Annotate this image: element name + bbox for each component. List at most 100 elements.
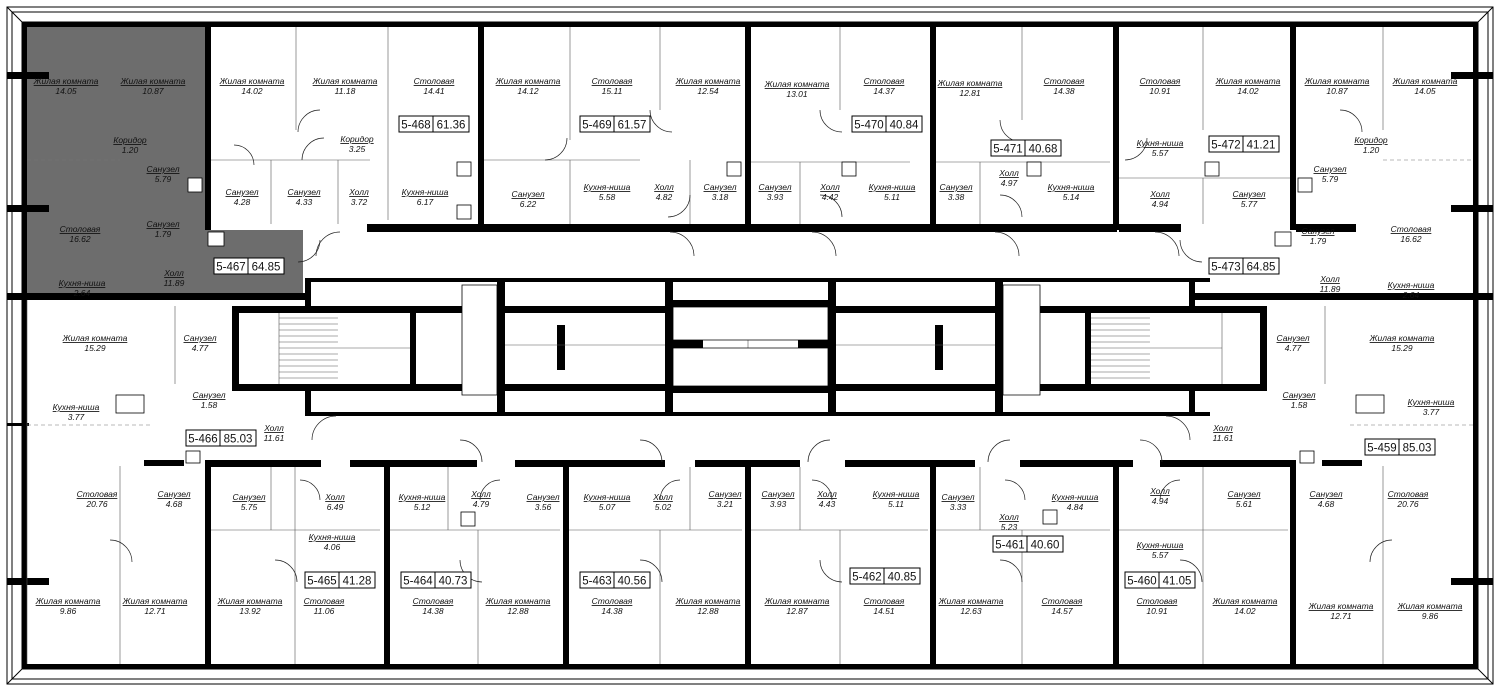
apartment-tag[interactable]: 5-46764.85	[213, 257, 285, 275]
room-label[interactable]: Столовая16.62	[60, 224, 101, 244]
apartment-tag[interactable]: 5-47364.85	[1208, 257, 1280, 275]
room-label[interactable]: Столовая20.76	[1388, 489, 1429, 509]
room-label[interactable]: Столовая20.76	[77, 489, 118, 509]
room-label[interactable]: Санузел5.75	[233, 492, 266, 512]
room-label[interactable]: Столовая14.57	[1042, 596, 1083, 616]
room-label[interactable]: Жилая комната10.87	[1304, 76, 1370, 96]
room-label[interactable]: Жилая комната12.63	[938, 596, 1004, 616]
room-label[interactable]: Жилая комната9.86	[1397, 601, 1463, 621]
room-label[interactable]: Кухня-ниша5.12	[399, 492, 446, 512]
room-label[interactable]: Кухня-ниша3.77	[1408, 397, 1455, 417]
room-label[interactable]: Столовая14.51	[864, 596, 905, 616]
room-label[interactable]: Столовая14.41	[414, 76, 455, 96]
room-label[interactable]: Кухня-ниша5.57	[1137, 540, 1184, 560]
room-label[interactable]: Санузел1.79	[1302, 226, 1335, 246]
room-label[interactable]: Холл5.02	[652, 492, 673, 512]
room-label[interactable]: Холл3.72	[348, 187, 369, 207]
room-label[interactable]: Жилая комната15.29	[1369, 333, 1435, 353]
apartment-tag[interactable]: 5-47040.84	[851, 115, 923, 133]
apartment-tag[interactable]: 5-46140.60	[992, 535, 1064, 553]
room-label[interactable]: Холл6.49	[324, 492, 345, 512]
room-label[interactable]: Столовая14.38	[413, 596, 454, 616]
room-label[interactable]: Кухня-ниша5.07	[584, 492, 631, 512]
room-label[interactable]: Холл11.61	[1212, 423, 1233, 443]
room-label[interactable]: Жилая комната12.88	[675, 596, 741, 616]
room-label[interactable]: Холл11.89	[163, 268, 184, 288]
room-label[interactable]: Столовая14.37	[864, 76, 905, 96]
room-label[interactable]: Кухня-ниша3.77	[53, 402, 100, 422]
room-label[interactable]: Холл4.94	[1149, 189, 1170, 209]
room-label[interactable]: Жилая комната13.01	[764, 79, 830, 99]
apartment-tag[interactable]: 5-46961.57	[579, 115, 651, 133]
apartment-tag[interactable]: 5-46240.85	[849, 567, 921, 585]
room-label[interactable]: Жилая комната12.87	[764, 596, 830, 616]
room-label[interactable]: Санузел5.79	[147, 164, 180, 184]
room-label[interactable]: Санузел4.68	[1310, 489, 1343, 509]
room-label[interactable]: Холл4.79	[470, 489, 491, 509]
room-label[interactable]: Жилая комната14.02	[219, 76, 285, 96]
room-label[interactable]: Столовая10.91	[1137, 596, 1178, 616]
room-label[interactable]: Санузел1.79	[147, 219, 180, 239]
room-label[interactable]: Кухня-ниша5.11	[869, 182, 916, 202]
room-label[interactable]: Санузел5.79	[1314, 164, 1347, 184]
room-label[interactable]: Жилая комната12.54	[675, 76, 741, 96]
room-label[interactable]: Санузел3.56	[527, 492, 560, 512]
room-label[interactable]: Санузел4.28	[226, 187, 259, 207]
room-label[interactable]: Санузел4.77	[1277, 333, 1310, 353]
room-label[interactable]: Кухня-ниша2.64	[59, 278, 106, 298]
room-label[interactable]: Санузел4.33	[288, 187, 321, 207]
room-label[interactable]: Жилая комната12.81	[937, 78, 1003, 98]
room-label[interactable]: Холл5.23	[998, 512, 1019, 532]
room-label[interactable]: Санузел1.58	[193, 390, 226, 410]
room-label[interactable]: Холл4.42	[819, 182, 840, 202]
room-label[interactable]: Санузел3.93	[762, 489, 795, 509]
room-label[interactable]: Кухня-ниша5.14	[1048, 182, 1095, 202]
room-label[interactable]: Жилая комната14.05	[1392, 76, 1458, 96]
room-label[interactable]: Жилая комната12.88	[485, 596, 551, 616]
room-label[interactable]: Холл4.82	[653, 182, 674, 202]
room-label[interactable]: Столовая15.11	[592, 76, 633, 96]
room-label[interactable]: Кухня-ниша2.64	[1388, 280, 1435, 300]
room-label[interactable]: Санузел5.61	[1228, 489, 1261, 509]
room-label[interactable]: Холл4.43	[816, 489, 837, 509]
room-label[interactable]: Холл4.94	[1149, 486, 1170, 506]
room-label[interactable]: Кухня-ниша5.58	[584, 182, 631, 202]
room-label[interactable]: Холл4.97	[998, 168, 1019, 188]
room-label[interactable]: Санузел3.18	[704, 182, 737, 202]
room-label[interactable]: Столовая16.62	[1391, 224, 1432, 244]
room-label[interactable]: Санузел3.33	[942, 492, 975, 512]
room-label[interactable]: Кухня-ниша5.11	[873, 489, 920, 509]
room-label[interactable]: Жилая комната13.92	[217, 596, 283, 616]
room-label[interactable]: Столовая11.06	[304, 596, 345, 616]
room-label[interactable]: Жилая комната14.12	[495, 76, 561, 96]
room-label[interactable]: Жилая комната9.86	[35, 596, 101, 616]
room-label[interactable]: Жилая комната12.71	[122, 596, 188, 616]
apartment-tag[interactable]: 5-45985.03	[1364, 438, 1436, 456]
room-label[interactable]: Санузел4.77	[184, 333, 217, 353]
room-label[interactable]: Жилая комната11.18	[312, 76, 378, 96]
room-label[interactable]: Кухня-ниша5.57	[1137, 138, 1184, 158]
room-label[interactable]: Столовая14.38	[592, 596, 633, 616]
room-label[interactable]: Коридор1.20	[113, 135, 147, 155]
room-label[interactable]: Столовая10.91	[1140, 76, 1181, 96]
room-label[interactable]: Кухня-ниша6.17	[402, 187, 449, 207]
apartment-tag[interactable]: 5-46440.73	[400, 571, 472, 589]
apartment-tag[interactable]: 5-47241.21	[1208, 135, 1280, 153]
room-label[interactable]: Кухня-ниша4.06	[309, 532, 356, 552]
room-label[interactable]: Жилая комната10.87	[120, 76, 186, 96]
apartment-tag[interactable]: 5-46861.36	[398, 115, 470, 133]
room-label[interactable]: Санузел4.68	[158, 489, 191, 509]
apartment-tag[interactable]: 5-47140.68	[990, 139, 1062, 157]
room-label[interactable]: Санузел3.21	[709, 489, 742, 509]
room-label[interactable]: Кухня-ниша4.84	[1052, 492, 1099, 512]
room-label[interactable]: Санузел3.93	[759, 182, 792, 202]
room-label[interactable]: Жилая комната14.05	[33, 76, 99, 96]
room-label[interactable]: Жилая комната14.02	[1212, 596, 1278, 616]
room-label[interactable]: Коридор3.25	[340, 134, 374, 154]
room-label[interactable]: Холл11.89	[1319, 274, 1340, 294]
room-label[interactable]: Жилая комната12.71	[1308, 601, 1374, 621]
room-label[interactable]: Санузел3.38	[940, 182, 973, 202]
room-label[interactable]: Столовая14.38	[1044, 76, 1085, 96]
room-label[interactable]: Санузел6.22	[512, 189, 545, 209]
apartment-tag[interactable]: 5-46541.28	[304, 571, 376, 589]
